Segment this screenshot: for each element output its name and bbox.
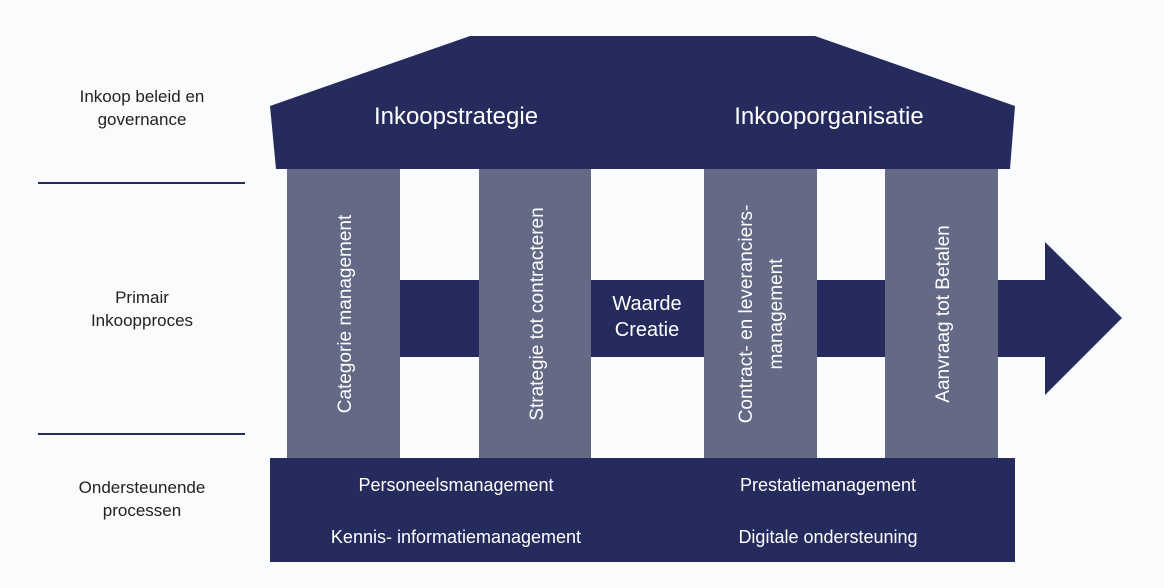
- pillar-label: Strategie tot contracteren: [527, 207, 548, 420]
- roof-label-strategy: Inkoopstrategie: [374, 103, 538, 130]
- base-item: Digitale ondersteuning: [738, 527, 917, 547]
- base-item: Kennis- informatiemanagement: [331, 527, 581, 547]
- roof-label-organisation: Inkooporganisatie: [734, 103, 923, 130]
- pillar-label: Contract- en leveranciers-management: [736, 205, 787, 424]
- pillar-label: Aanvraag tot Betalen: [933, 225, 954, 402]
- pillar-strategy: [479, 169, 591, 458]
- pillar-category: [287, 169, 400, 458]
- pillar-label: Categorie management: [335, 214, 356, 413]
- roof: [270, 36, 1015, 169]
- pillar-contract: [704, 169, 817, 458]
- base-item: Personeelsmanagement: [358, 475, 553, 495]
- base-item: Prestatiemanagement: [740, 475, 916, 495]
- pillar-payment: [885, 169, 998, 458]
- base: [270, 458, 1015, 562]
